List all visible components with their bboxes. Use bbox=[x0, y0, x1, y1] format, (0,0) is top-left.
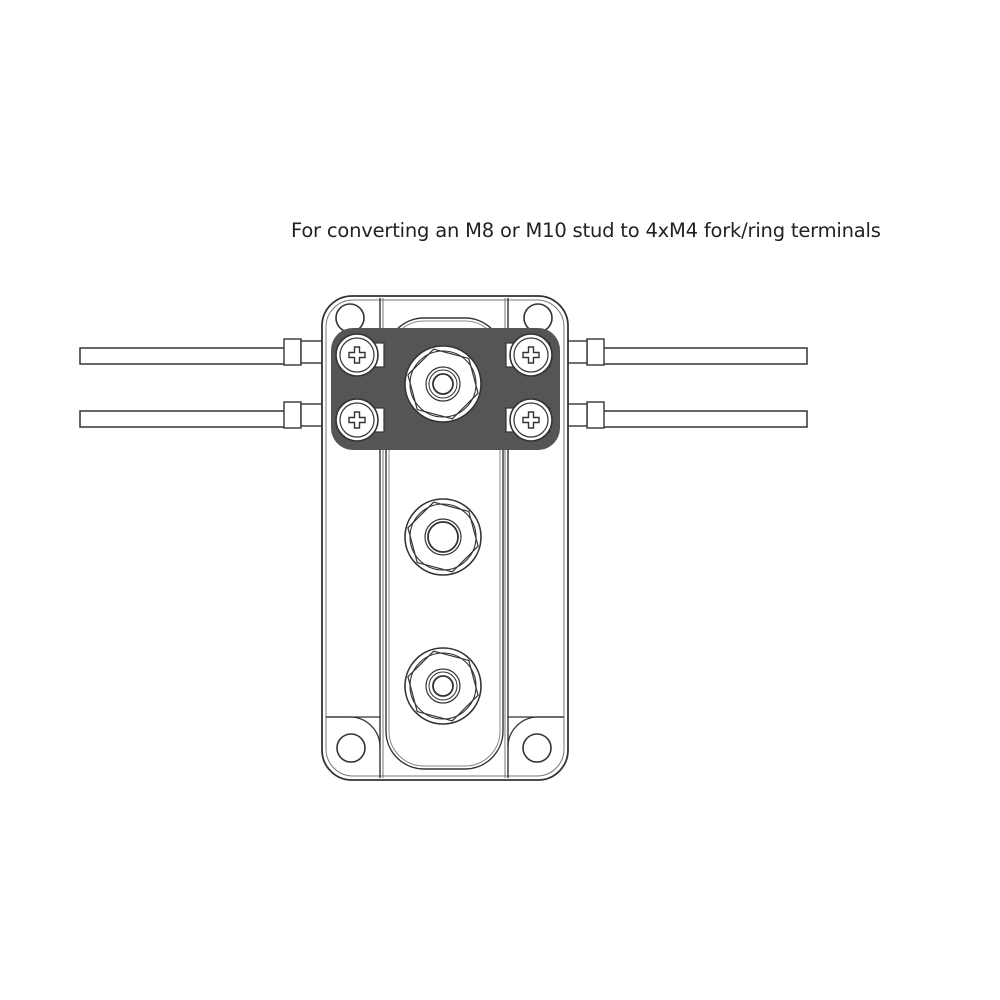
diagram-caption: For converting an M8 or M10 stud to 4xM4… bbox=[291, 219, 881, 242]
wire-right-bottom bbox=[560, 401, 808, 429]
wire-left-top bbox=[79, 338, 328, 366]
screw-bottom-left bbox=[335, 398, 379, 442]
wire-left-bottom bbox=[79, 401, 328, 429]
mounting-hole-bottom-right bbox=[522, 733, 552, 763]
screw-top-right bbox=[509, 333, 553, 377]
stud-nut-middle bbox=[402, 493, 484, 581]
mounting-hole-bottom-left bbox=[336, 733, 366, 763]
screw-bottom-right bbox=[509, 398, 553, 442]
screw-top-left bbox=[335, 333, 379, 377]
mounting-hole-top-left bbox=[335, 303, 365, 333]
mounting-hole-top-right bbox=[523, 303, 553, 333]
stud-nut-bottom bbox=[402, 642, 484, 730]
stud-nut-top bbox=[402, 340, 484, 428]
wire-right-top bbox=[560, 338, 808, 366]
